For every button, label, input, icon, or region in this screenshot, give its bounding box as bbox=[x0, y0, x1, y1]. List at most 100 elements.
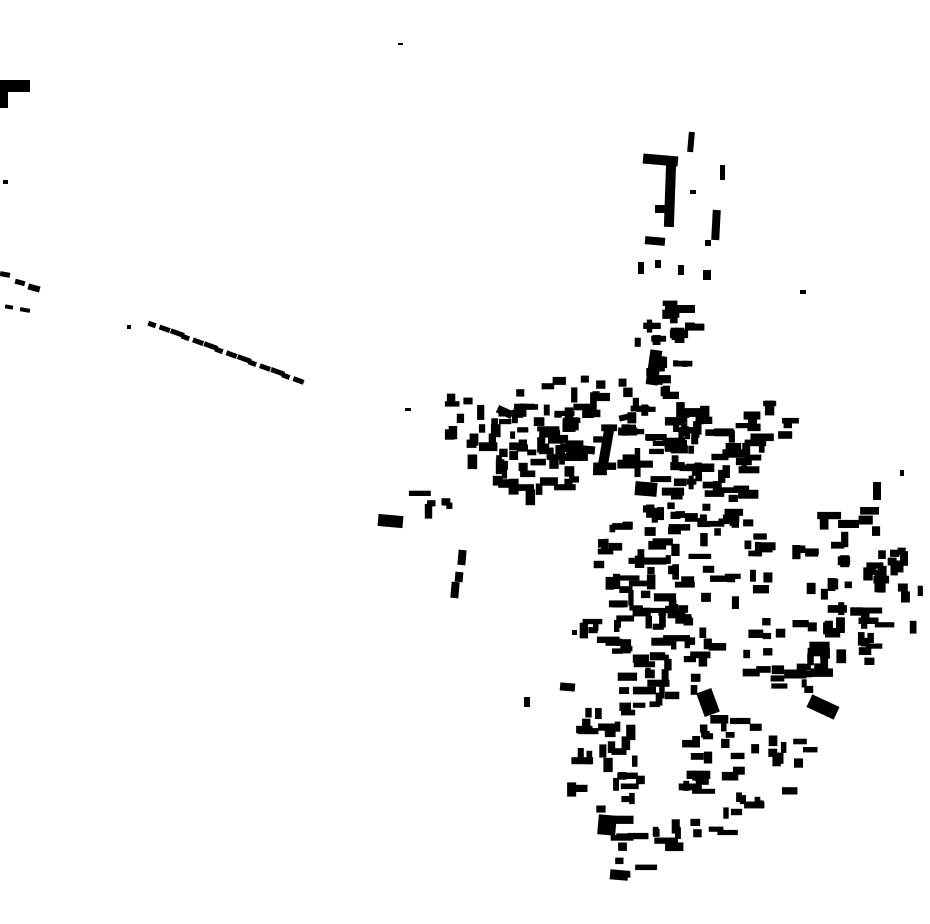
building bbox=[446, 502, 453, 509]
building bbox=[622, 454, 640, 461]
building bbox=[539, 430, 561, 438]
building bbox=[667, 610, 683, 619]
building bbox=[598, 539, 609, 548]
building bbox=[680, 426, 689, 434]
building bbox=[696, 688, 720, 717]
building bbox=[577, 748, 584, 760]
building bbox=[612, 648, 623, 654]
building bbox=[723, 807, 729, 819]
building bbox=[635, 460, 653, 468]
building bbox=[552, 376, 566, 385]
building bbox=[642, 505, 651, 513]
building bbox=[738, 466, 760, 474]
building bbox=[605, 576, 615, 590]
building bbox=[27, 283, 41, 293]
building bbox=[731, 519, 739, 528]
building bbox=[499, 448, 508, 458]
building bbox=[824, 631, 841, 638]
building bbox=[665, 691, 680, 700]
building bbox=[477, 404, 485, 420]
building bbox=[236, 354, 252, 364]
building bbox=[632, 654, 649, 663]
building bbox=[756, 666, 771, 673]
building bbox=[897, 583, 908, 592]
building bbox=[703, 270, 711, 280]
building bbox=[616, 615, 635, 622]
building bbox=[671, 455, 679, 466]
building bbox=[225, 350, 238, 359]
building bbox=[743, 519, 754, 527]
building bbox=[817, 511, 842, 520]
building bbox=[820, 647, 830, 659]
building bbox=[700, 533, 708, 547]
building bbox=[673, 420, 680, 432]
building bbox=[692, 788, 716, 794]
building bbox=[671, 641, 677, 650]
building bbox=[608, 542, 623, 551]
building bbox=[573, 403, 597, 411]
building bbox=[593, 462, 617, 470]
building bbox=[147, 320, 157, 329]
building bbox=[681, 576, 695, 586]
building bbox=[660, 386, 668, 397]
building bbox=[572, 630, 577, 635]
building bbox=[714, 528, 721, 536]
building bbox=[690, 818, 701, 826]
building bbox=[807, 647, 825, 657]
building bbox=[700, 405, 710, 420]
building bbox=[491, 418, 498, 432]
building bbox=[632, 607, 651, 617]
building bbox=[724, 508, 744, 516]
building bbox=[647, 679, 670, 687]
buildings-layer bbox=[0, 43, 923, 881]
building bbox=[860, 607, 883, 614]
building bbox=[690, 673, 701, 682]
building bbox=[772, 754, 781, 767]
building bbox=[831, 541, 845, 549]
building bbox=[732, 766, 745, 775]
building bbox=[571, 387, 578, 403]
building bbox=[525, 489, 536, 506]
building bbox=[593, 560, 605, 569]
building bbox=[518, 439, 527, 448]
building bbox=[659, 683, 665, 699]
building bbox=[682, 739, 695, 748]
building bbox=[554, 411, 562, 418]
building bbox=[617, 772, 638, 779]
building bbox=[836, 649, 847, 664]
building bbox=[722, 514, 739, 523]
building bbox=[805, 548, 819, 555]
building bbox=[788, 670, 812, 678]
building bbox=[613, 777, 619, 791]
building bbox=[571, 757, 594, 765]
building bbox=[644, 527, 656, 536]
building bbox=[593, 392, 610, 402]
building bbox=[671, 329, 680, 340]
building bbox=[725, 442, 742, 450]
building bbox=[701, 592, 711, 602]
building bbox=[598, 429, 614, 466]
building bbox=[641, 404, 649, 416]
building bbox=[634, 463, 641, 478]
building bbox=[613, 573, 621, 589]
building bbox=[564, 466, 575, 477]
building bbox=[719, 487, 744, 493]
building bbox=[703, 751, 713, 764]
building bbox=[742, 668, 760, 677]
building bbox=[780, 742, 787, 753]
building bbox=[593, 436, 603, 443]
building bbox=[665, 605, 675, 612]
building bbox=[722, 449, 746, 458]
building bbox=[867, 632, 874, 643]
building bbox=[448, 426, 458, 440]
building bbox=[169, 328, 185, 338]
building bbox=[744, 801, 765, 809]
building bbox=[603, 757, 613, 773]
building bbox=[649, 448, 664, 455]
building bbox=[619, 687, 630, 694]
building bbox=[514, 403, 535, 410]
building bbox=[735, 423, 749, 429]
building bbox=[563, 417, 581, 423]
building bbox=[671, 819, 680, 834]
building bbox=[771, 683, 788, 689]
